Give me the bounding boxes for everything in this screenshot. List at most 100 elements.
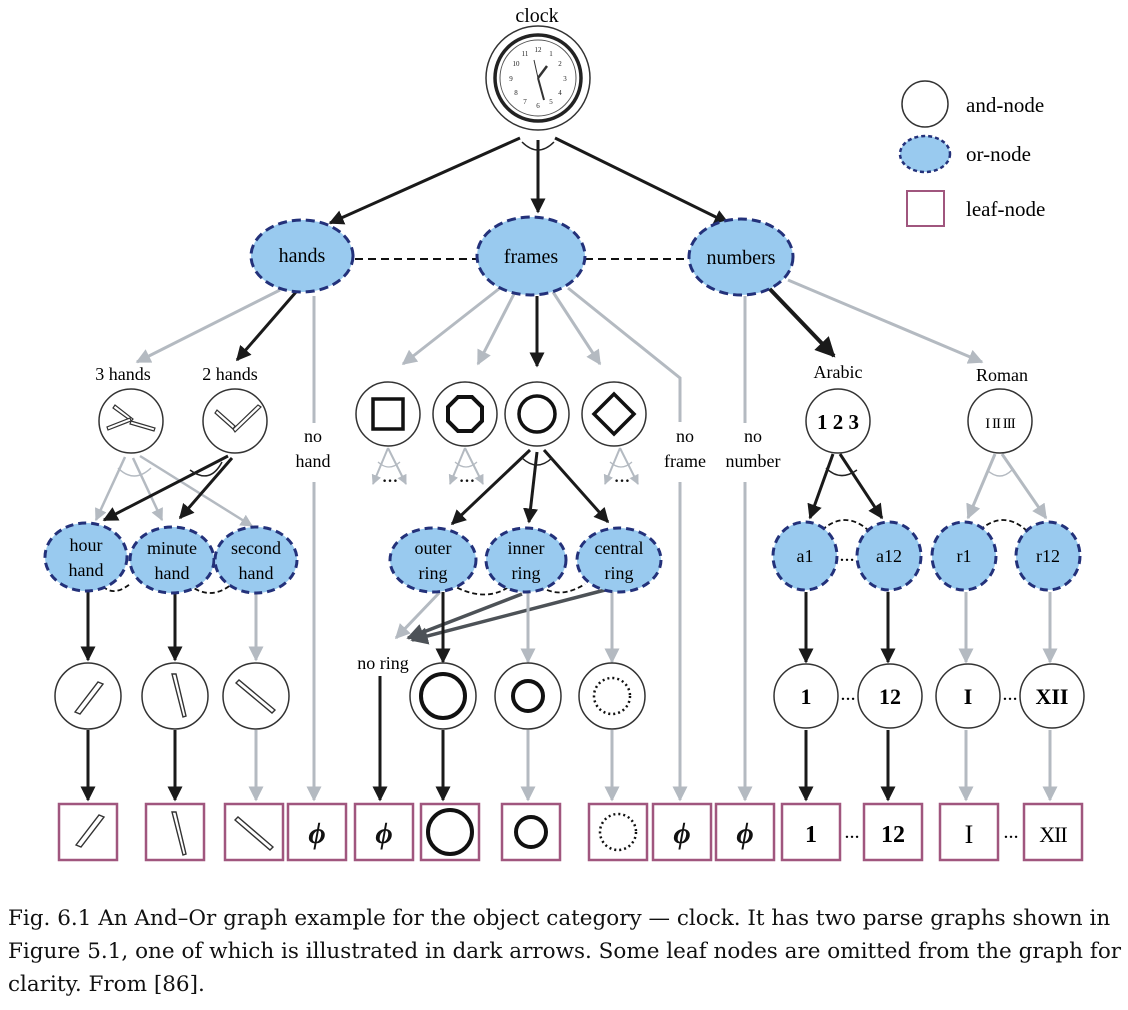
or-node-inner-ring: inner ring (484, 526, 568, 594)
num-ellipsis: … (841, 688, 856, 704)
edge-hands-2hands (235, 291, 298, 362)
leaf-roman-12 (1022, 802, 1084, 862)
edge-circle-central (542, 449, 610, 524)
and-arc-square (377, 461, 401, 468)
numeral-1-text: 1 (801, 684, 812, 709)
second-label-2: hand (239, 563, 274, 583)
hour-label-2: hand (69, 560, 104, 580)
inner-ring-icon (511, 679, 545, 713)
and-node-outer-ring-shape (409, 662, 477, 730)
outer-label-2: ring (419, 563, 448, 583)
svg-text:10: 10 (513, 60, 521, 68)
edge-3hands-hour (94, 456, 127, 522)
hands-label: hands (279, 245, 326, 267)
or-node-second-hand: second hand (213, 525, 299, 595)
leaf-inner-ring-icon (514, 815, 548, 849)
r12-label: r12 (1036, 546, 1060, 566)
diamond-icon (591, 391, 637, 437)
and-arc-3hands (117, 467, 152, 477)
legend-or-node (898, 134, 952, 174)
roman-1-text: I (964, 684, 973, 709)
edge-2hands-hour (102, 454, 229, 522)
or-node-a12: a12 (855, 520, 923, 592)
square-icon (371, 397, 405, 431)
leaf-no-frame-phi: ϕ (673, 817, 690, 850)
minute-hand-icon (171, 673, 187, 718)
edge-numbers-arabic (763, 282, 836, 358)
three-hands-label: 3 hands (95, 364, 151, 384)
roman-label: Roman (976, 365, 1028, 385)
edge-3hands-second (139, 454, 254, 528)
numbers-label: numbers (707, 247, 776, 269)
leaf-second-hand-icon (233, 816, 275, 851)
svg-text:7: 7 (523, 98, 527, 106)
and-arc-octagon (454, 461, 478, 468)
leaf-numeral-1 (780, 802, 842, 862)
no-hand-label-2: hand (296, 451, 331, 471)
or-node-numbers: numbers (687, 217, 795, 297)
and-node-arabic: Arabic 1 2 3 (805, 362, 871, 454)
legend-leaf-node (906, 190, 945, 227)
edge-hands-3hands (135, 288, 281, 364)
svg-text:6: 6 (536, 102, 540, 110)
hour-label-1: hour (70, 535, 103, 555)
leaf-num-ellipsis: … (845, 826, 860, 842)
leaf-numeral-12 (862, 802, 924, 862)
svg-text:5: 5 (549, 98, 553, 106)
and-node-3hands: 3 hands (95, 364, 164, 454)
edge-circle-outer (450, 448, 532, 526)
hour-hand-icon (73, 681, 105, 715)
outer-ring-icon (419, 672, 467, 720)
leaf-no-number (714, 802, 776, 862)
and-node-numeral-12: 12 (857, 663, 923, 729)
leaf-roman-1-text: I (965, 820, 974, 849)
and-node-inner-ring-shape (494, 662, 562, 730)
leaf-central-ring (587, 802, 649, 862)
and-node-circle-frame (504, 381, 570, 447)
edge-numbers-roman (787, 278, 984, 364)
and-node-minute-shape (141, 662, 209, 730)
svg-text:12: 12 (535, 46, 543, 54)
leaf-no-ring (353, 802, 415, 862)
and-node-hour-shape (54, 662, 122, 730)
no-hand-label-1: no (304, 426, 322, 446)
and-arc-clock (521, 141, 555, 151)
or-node-outer-ring: outer ring (388, 526, 478, 594)
and-node-octagon-frame (432, 381, 498, 447)
no-number-label-1: no (744, 426, 762, 446)
and-node-diamond-frame (581, 381, 647, 447)
edge-square-sub1 (371, 447, 389, 485)
or-node-r12: r12 (1014, 520, 1082, 592)
edges (80, 136, 1058, 802)
edge-arabic-a1 (807, 453, 835, 520)
central-label-2: ring (605, 563, 634, 583)
leaf-no-hand-phi: ϕ (308, 817, 325, 850)
leaf-outer-ring-icon (426, 808, 474, 856)
svg-text:11: 11 (522, 50, 529, 58)
svg-text:1: 1 (549, 50, 553, 58)
edge-frames-noframe (567, 286, 682, 422)
svg-text:8: 8 (514, 89, 518, 97)
minute-label-2: hand (155, 563, 190, 583)
and-arc-roman (986, 469, 1013, 477)
legend: and-node or-node leaf-node (898, 80, 1045, 227)
edge-frames-square (401, 286, 501, 366)
and-node-central-ring-shape (578, 662, 646, 730)
or-node-minute-hand: minute hand (128, 525, 216, 595)
edge-3hands-minute (131, 457, 164, 522)
no-frame-label-2: frame (664, 451, 706, 471)
and-node-roman-1: I (935, 663, 1001, 729)
and-node-second-shape (222, 662, 290, 730)
two-hands-icon (214, 404, 262, 433)
leaf-no-number-phi: ϕ (736, 817, 753, 850)
or-node-hands: hands (249, 218, 355, 294)
square-more: … (382, 469, 398, 486)
legend-and-label: and-node (966, 93, 1044, 117)
and-node-square-frame (355, 381, 421, 447)
second-label-1: second (231, 538, 281, 558)
minute-label-1: minute (147, 538, 197, 558)
outer-label-1: outer (415, 538, 452, 558)
edge-arabic-a12 (838, 453, 884, 520)
roman-12-text: XII (1035, 684, 1068, 709)
arabic-glyph: 1 2 3 (817, 410, 859, 434)
